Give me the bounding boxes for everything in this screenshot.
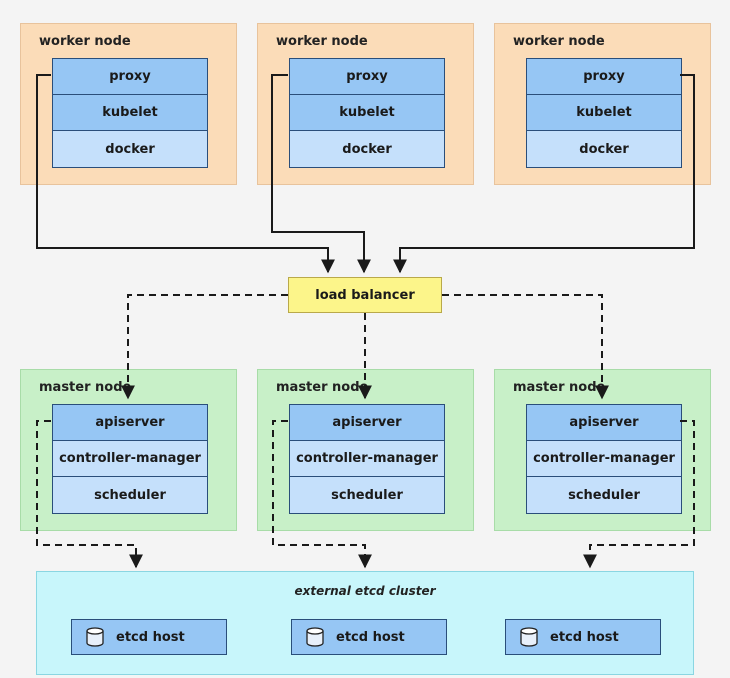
master-3-to-etcd-line	[583, 420, 695, 569]
master-2-to-etcd-line	[272, 420, 372, 569]
kubelet-box: kubelet	[527, 95, 681, 131]
apiserver-box: apiserver	[290, 405, 444, 441]
worker-components: proxy kubelet docker	[52, 58, 208, 168]
master-node-title: master node	[276, 380, 369, 395]
apiserver-box: apiserver	[527, 405, 681, 441]
worker-node-title: worker node	[513, 34, 605, 49]
lb-to-master-1-line	[121, 294, 288, 400]
master-node-title: master node	[513, 380, 606, 395]
controller-manager-box: controller-manager	[290, 441, 444, 477]
master-node-title: master node	[39, 380, 132, 395]
scheduler-box: scheduler	[290, 477, 444, 513]
controller-manager-box: controller-manager	[527, 441, 681, 477]
docker-box: docker	[527, 131, 681, 167]
docker-box: docker	[53, 131, 207, 167]
worker-1-to-lb-line	[36, 74, 335, 274]
etcd-host-label: etcd host	[336, 629, 405, 645]
master-1-to-etcd-line	[36, 420, 143, 569]
worker-2-to-lb-line	[271, 74, 371, 274]
scheduler-box: scheduler	[527, 477, 681, 513]
proxy-box: proxy	[527, 59, 681, 95]
database-icon	[306, 627, 324, 647]
worker-node-1: worker node proxy kubelet docker	[20, 23, 237, 185]
etcd-host-3: etcd host	[505, 619, 661, 655]
load-balancer-box: load balancer	[288, 277, 442, 313]
kubelet-box: kubelet	[53, 95, 207, 131]
etcd-host-label: etcd host	[116, 629, 185, 645]
worker-node-2: worker node proxy kubelet docker	[257, 23, 474, 185]
proxy-box: proxy	[290, 59, 444, 95]
apiserver-box: apiserver	[53, 405, 207, 441]
worker-components: proxy kubelet docker	[289, 58, 445, 168]
etcd-cluster: external etcd cluster etcd host etcd hos…	[36, 571, 694, 675]
database-icon	[520, 627, 538, 647]
database-icon	[86, 627, 104, 647]
worker-3-to-lb-line	[393, 74, 695, 274]
docker-box: docker	[290, 131, 444, 167]
controller-manager-box: controller-manager	[53, 441, 207, 477]
master-components: apiserver controller-manager scheduler	[52, 404, 208, 514]
worker-components: proxy kubelet docker	[526, 58, 682, 168]
proxy-box: proxy	[53, 59, 207, 95]
kubelet-box: kubelet	[290, 95, 444, 131]
lb-to-master-3-line	[442, 294, 609, 400]
worker-node-title: worker node	[39, 34, 131, 49]
worker-node-title: worker node	[276, 34, 368, 49]
etcd-cluster-title: external etcd cluster	[294, 584, 436, 598]
scheduler-box: scheduler	[53, 477, 207, 513]
etcd-host-label: etcd host	[550, 629, 619, 645]
etcd-host-2: etcd host	[291, 619, 447, 655]
worker-node-3: worker node proxy kubelet docker	[494, 23, 711, 185]
master-components: apiserver controller-manager scheduler	[289, 404, 445, 514]
master-components: apiserver controller-manager scheduler	[526, 404, 682, 514]
etcd-host-1: etcd host	[71, 619, 227, 655]
